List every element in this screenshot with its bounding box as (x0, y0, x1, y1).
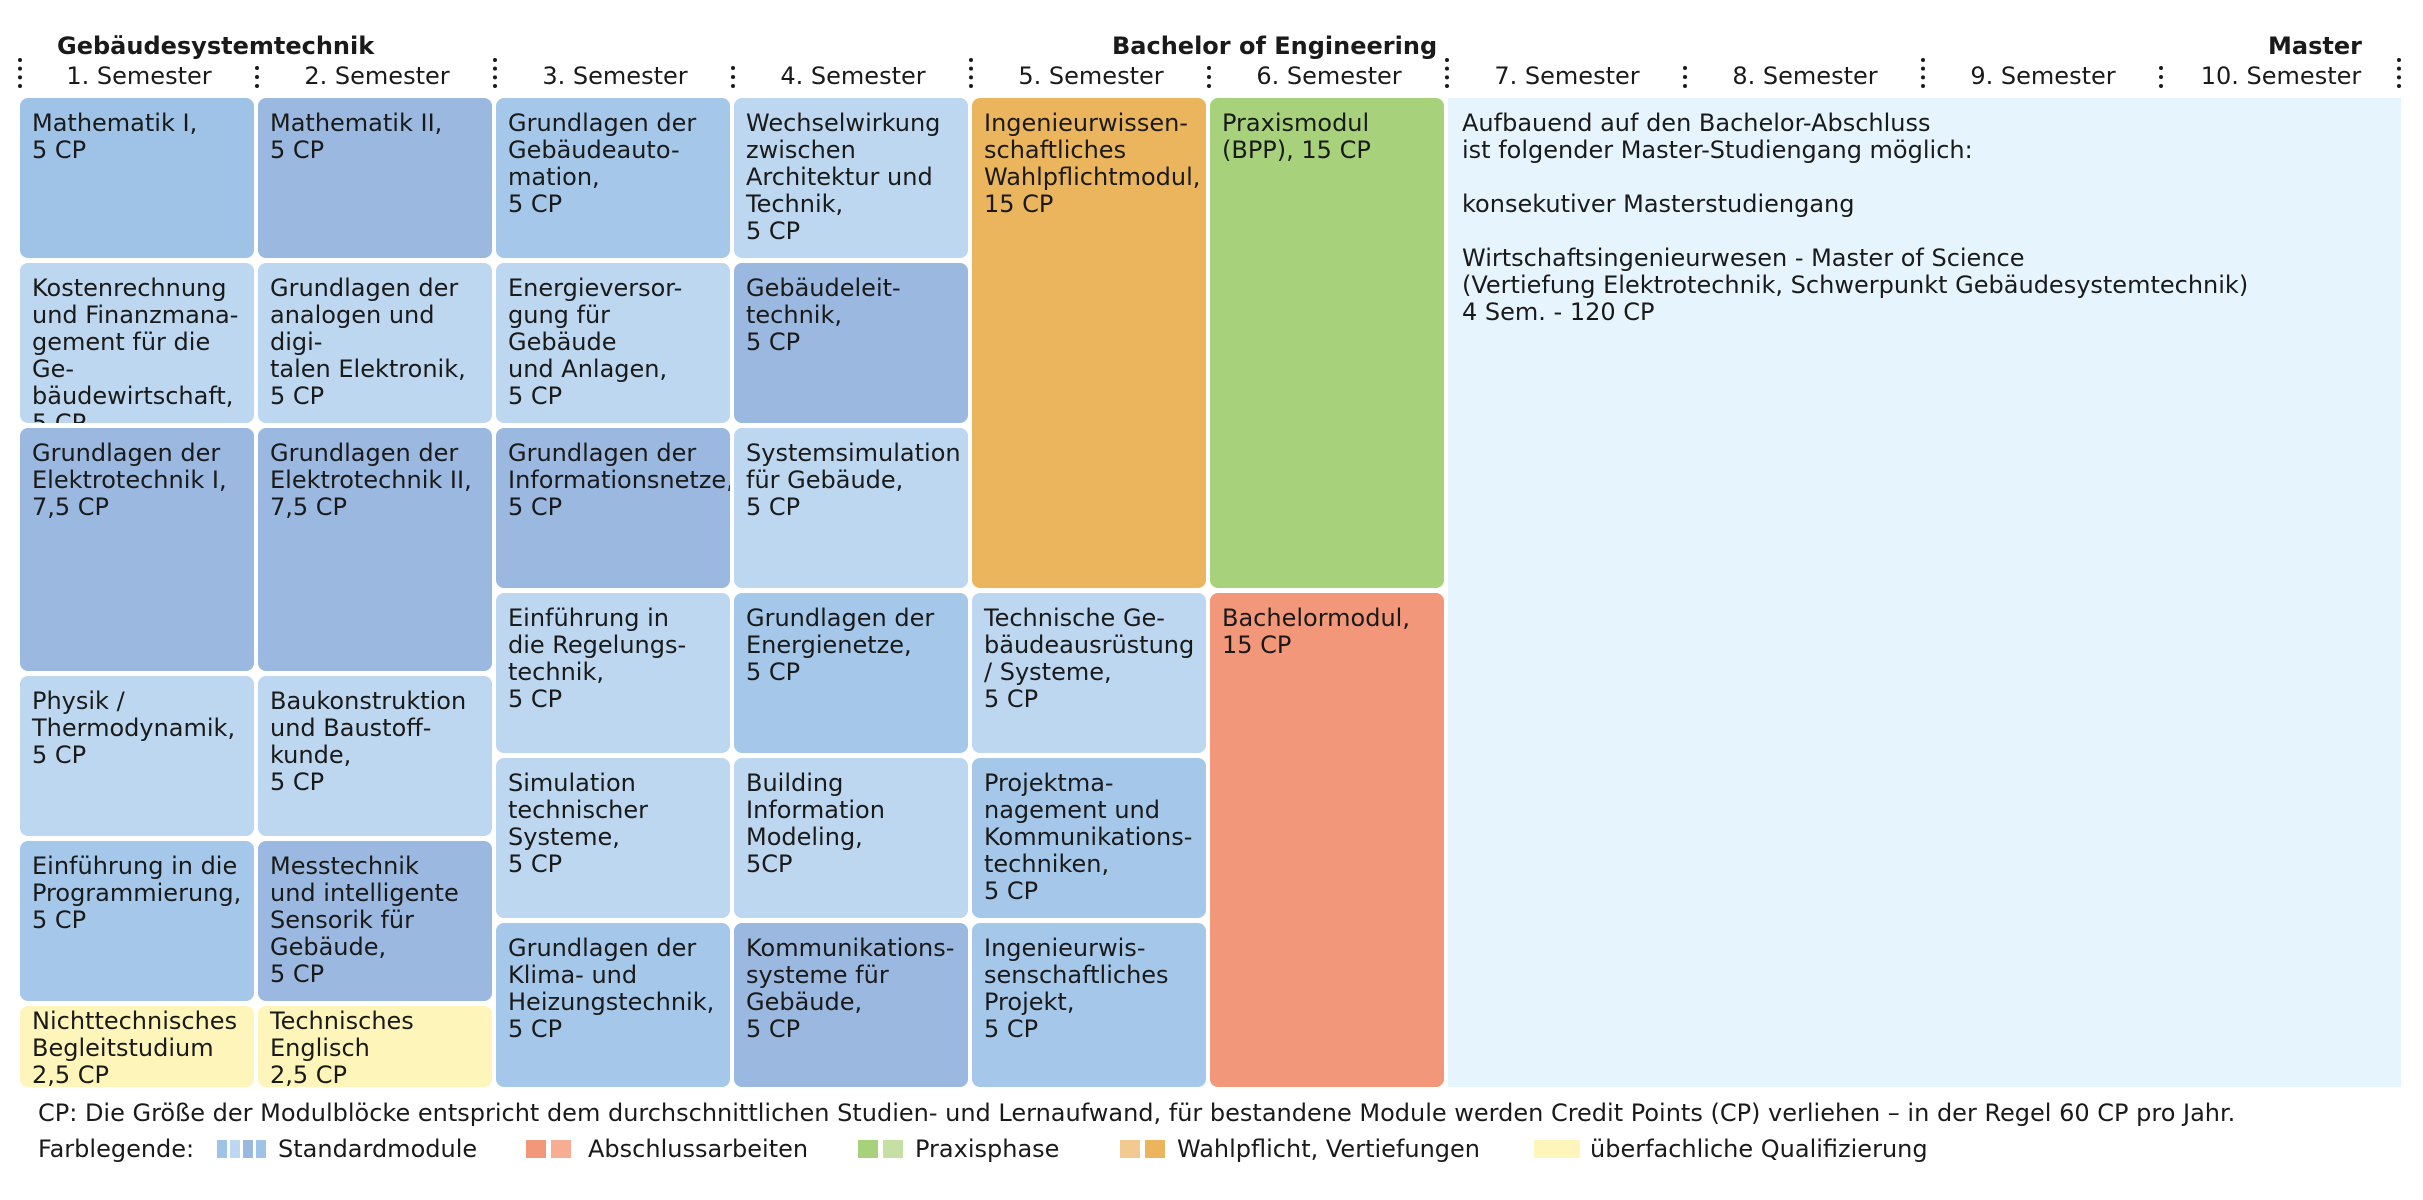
module-kostenrechnung: Kostenrechnung und Finanzmana- gement fü… (20, 263, 254, 423)
module-gebaeudeautomation: Grundlagen der Gebäudeauto- mation, 5 CP (496, 98, 730, 258)
legend-swatch-standard (230, 1140, 240, 1158)
semester-label-7: 7. Semester (1494, 62, 1640, 90)
module-energieversorgung: Energieversor- gung für Gebäude und Anla… (496, 263, 730, 423)
module-elektrotechnik-1: Grundlagen der Elektrotechnik I, 7,5 CP (20, 428, 254, 671)
legend-swatch-ueberfachlich (1534, 1140, 1580, 1158)
module-begleitstudium: Nichttechnisches Begleitstudium 2,5 CP (20, 1006, 254, 1087)
module-simulation-systeme: Simulation technischer Systeme, 5 CP (496, 758, 730, 918)
module-physik: Physik / Thermodynamik, 5 CP (20, 676, 254, 836)
master-title: Master (2268, 32, 2362, 60)
module-klima-heizung: Grundlagen der Klima- und Heizungstechni… (496, 923, 730, 1087)
legend-label-ueberfachlich: überfachliche Qualifizierung (1590, 1135, 1928, 1163)
legend-label: Farblegende: (38, 1135, 195, 1163)
legend-swatch-standard (256, 1140, 266, 1158)
module-wechselwirkung: Wechselwirkung zwischen Architektur und … (734, 98, 968, 258)
legend-label-abschluss: Abschlussarbeiten (588, 1135, 809, 1163)
module-messtechnik: Messtechnik und intelligente Sensorik fü… (258, 841, 492, 1001)
legend-swatch-standard (243, 1140, 253, 1158)
legend-swatch-wahlpflicht (1120, 1140, 1140, 1158)
program-title: Gebäudesystemtechnik (57, 32, 375, 60)
separator (255, 66, 259, 88)
separator (18, 58, 22, 88)
separator (731, 66, 735, 88)
module-wahlpflicht: Ingenieurwissen- schaftliches Wahlpflich… (972, 98, 1206, 588)
degree-title: Bachelor of Engineering (1112, 32, 1438, 60)
semester-label-4: 4. Semester (780, 62, 926, 90)
module-tga: Technische Ge- bäudeausrüstung / Systeme… (972, 593, 1206, 753)
cp-note: CP: Die Größe der Modulblöcke entspricht… (38, 1099, 2236, 1127)
master-info: Aufbauend auf den Bachelor-Abschluss ist… (1448, 98, 2401, 1087)
legend-label-wahlpflicht: Wahlpflicht, Vertiefungen (1177, 1135, 1480, 1163)
legend-label-standard: Standardmodule (278, 1135, 478, 1163)
separator (1921, 58, 1925, 88)
module-energienetze: Grundlagen der Energienetze, 5 CP (734, 593, 968, 753)
separator (1445, 58, 1449, 88)
semester-label-6: 6. Semester (1256, 62, 1402, 90)
separator (1683, 66, 1687, 88)
semester-label-3: 3. Semester (542, 62, 688, 90)
module-projektmanagement: Projektma- nagement und Kommunikations- … (972, 758, 1206, 918)
separator (2159, 66, 2163, 88)
separator (493, 58, 497, 88)
semester-label-1: 1. Semester (66, 62, 212, 90)
module-bim: Building Information Modeling, 5CP (734, 758, 968, 918)
legend-swatch-wahlpflicht (1145, 1140, 1165, 1158)
separator (2397, 58, 2401, 88)
semester-label-5: 5. Semester (1018, 62, 1164, 90)
semester-label-10: 10. Semester (2200, 62, 2362, 90)
module-mathematik-2: Mathematik II, 5 CP (258, 98, 492, 258)
legend-swatch-praxis (858, 1140, 878, 1158)
legend-swatch-standard (217, 1140, 227, 1158)
module-informationsnetze: Grundlagen der Informationsnetze, 5 CP (496, 428, 730, 588)
module-kommunikationssysteme: Kommunikations- systeme für Gebäude, 5 C… (734, 923, 968, 1087)
separator (1207, 66, 1211, 88)
separator (969, 58, 973, 88)
module-systemsimulation: Systemsimulation für Gebäude, 5 CP (734, 428, 968, 588)
module-ingenieurprojekt: Ingenieurwis- senschaftliches Projekt, 5… (972, 923, 1206, 1087)
module-elektronik: Grundlagen der analogen und digi- talen … (258, 263, 492, 423)
legend-swatch-abschluss (551, 1140, 571, 1158)
module-elektrotechnik-2: Grundlagen der Elektrotechnik II, 7,5 CP (258, 428, 492, 671)
legend-swatch-praxis (883, 1140, 903, 1158)
semester-label-9: 9. Semester (1970, 62, 2116, 90)
legend-label-praxis: Praxisphase (915, 1135, 1060, 1163)
module-regelungstechnik: Einführung in die Regelungs- technik, 5 … (496, 593, 730, 753)
module-gebaeudeleittechnik: Gebäudeleit- technik, 5 CP (734, 263, 968, 423)
module-praxismodul: Praxismodul (BPP), 15 CP (1210, 98, 1444, 588)
module-mathematik-1: Mathematik I, 5 CP (20, 98, 254, 258)
legend-swatch-abschluss (526, 1140, 546, 1158)
module-bachelormodul: Bachelormodul, 15 CP (1210, 593, 1444, 1087)
semester-label-8: 8. Semester (1732, 62, 1878, 90)
module-baukonstruktion: Baukonstruktion und Baustoff- kunde, 5 C… (258, 676, 492, 836)
semester-label-2: 2. Semester (304, 62, 450, 90)
module-programmierung: Einführung in die Programmierung, 5 CP (20, 841, 254, 1001)
module-technisches-englisch: Technisches Englisch 2,5 CP (258, 1006, 492, 1087)
